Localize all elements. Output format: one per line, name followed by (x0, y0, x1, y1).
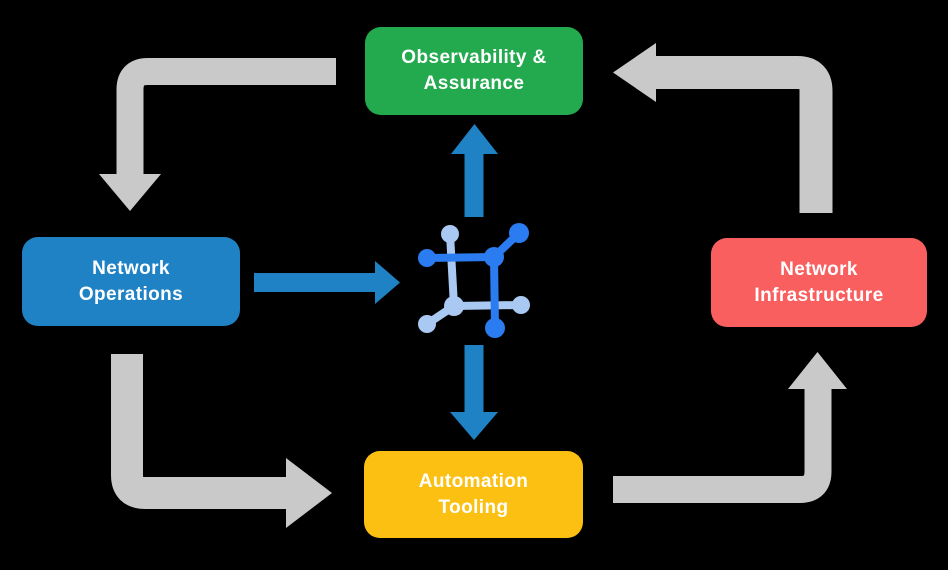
arrowhead (286, 458, 332, 528)
arrow-shaft (116, 58, 336, 175)
arrowhead (788, 352, 847, 389)
node-label-line: Automation (418, 470, 529, 492)
arrow-operations-to-automation (111, 354, 332, 528)
arrowhead (451, 124, 498, 154)
node-label-line: Network (92, 257, 170, 279)
arrow-platform-to-observability (451, 124, 498, 217)
connected-network-icon (418, 223, 530, 338)
node-label-line: Operations (78, 283, 184, 305)
arrowhead (613, 43, 656, 102)
arrow-shaft (656, 56, 833, 213)
arrow-platform-to-automation (450, 345, 498, 440)
node-network-infrastructure: Network Infrastructure (711, 238, 927, 327)
arrowhead (99, 174, 161, 211)
node-label-line: Infrastructure (754, 284, 884, 306)
arrow-operations-to-platform (254, 261, 400, 304)
node-automation-tooling: Automation Tooling (364, 451, 583, 538)
arrow-observability-to-operations (99, 58, 336, 211)
arrow-shaft (111, 354, 286, 509)
icon-light-nodes (418, 225, 530, 333)
node-label-line: Assurance (423, 73, 525, 94)
arrow-shaft (613, 389, 832, 503)
arrow-automation-to-infrastructure (613, 352, 847, 503)
node-observability-assurance: Observability & Assurance (365, 27, 583, 115)
node-label-line: Observability & (401, 47, 547, 68)
arrowhead (450, 412, 498, 440)
node-network-operations: Network Operations (22, 237, 240, 326)
node-label-line: Network (780, 258, 858, 280)
node-label-line: Tooling (438, 496, 509, 518)
arrow-infrastructure-to-observability (613, 43, 833, 213)
icon-dark-nodes (418, 223, 529, 338)
arrowhead (375, 261, 400, 304)
